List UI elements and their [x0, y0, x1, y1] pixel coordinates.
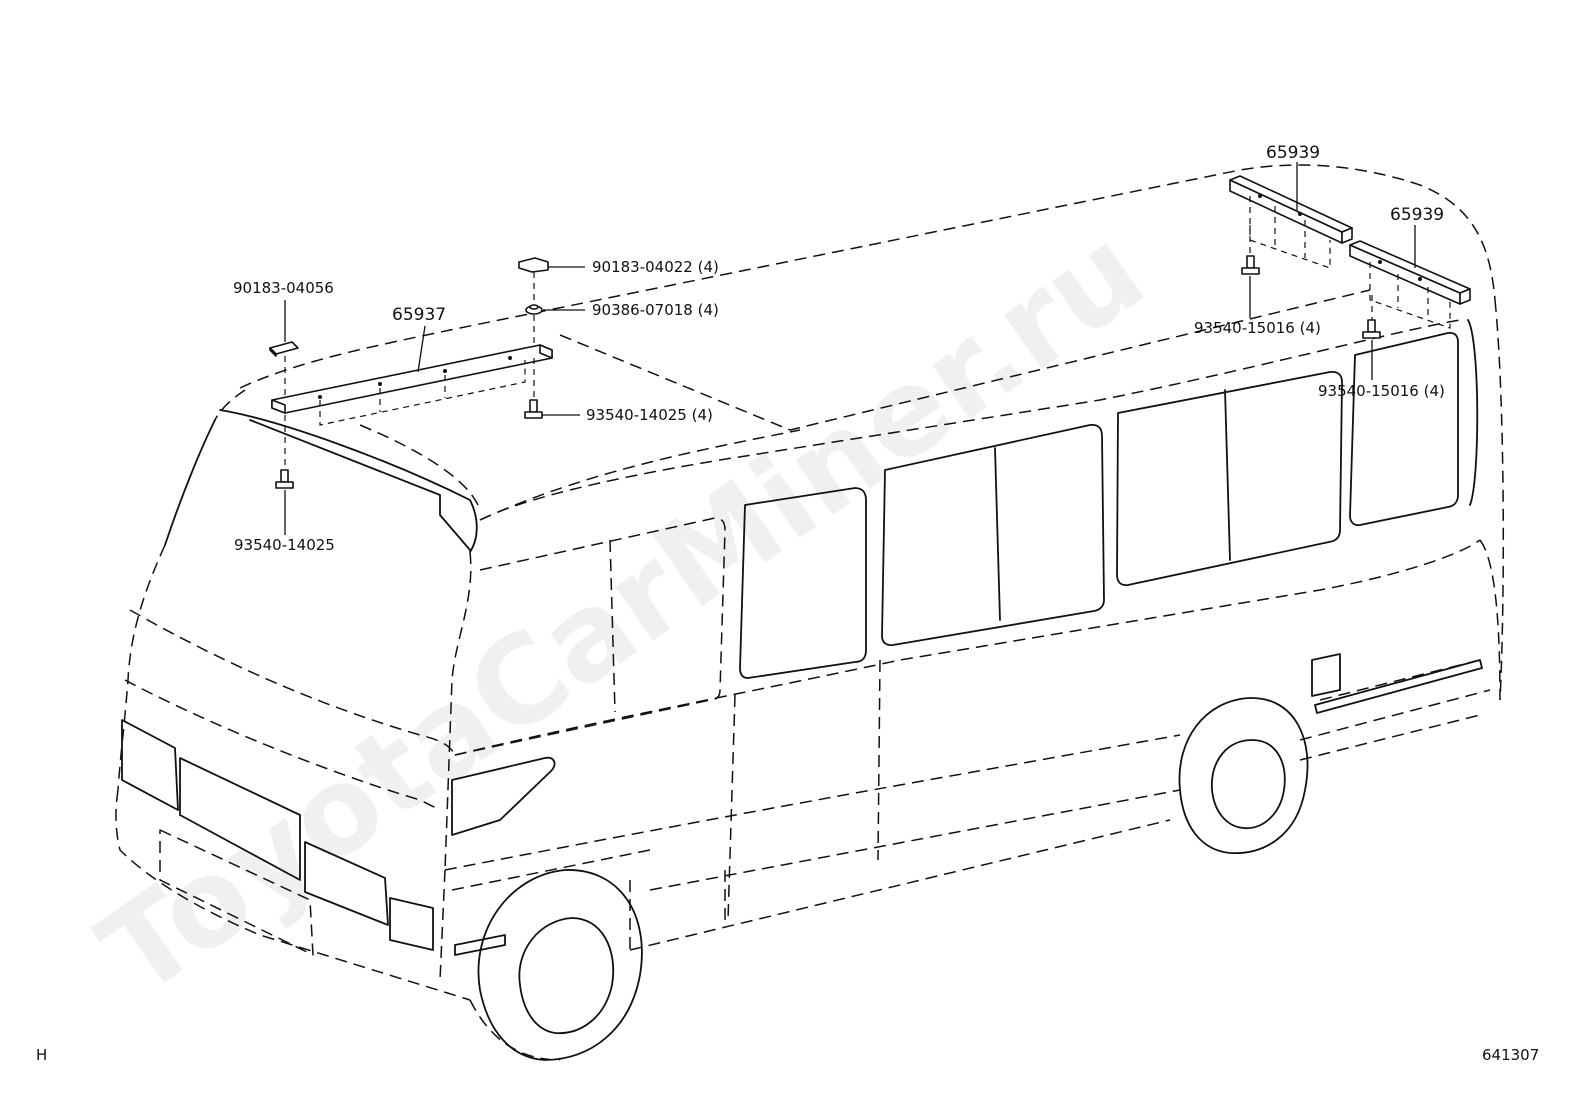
diagram-number: 641307 — [1482, 1046, 1539, 1064]
part-93540-14025-bolt — [275, 469, 294, 489]
callout-90183-04022: 90183-04022 (4) — [592, 258, 719, 276]
part-90183-04056-clip — [269, 341, 299, 357]
callout-65939-lower: 65939 — [1390, 205, 1444, 225]
callout-93540-15016-b: 93540-15016 (4) — [1318, 382, 1445, 400]
bus-outline — [115, 164, 1505, 1061]
part-90183-04022-clip — [518, 257, 549, 273]
part-65937-rail — [271, 344, 553, 426]
part-93540-14025-bolt-center — [524, 399, 543, 419]
callout-90183-04056: 90183-04056 — [233, 279, 334, 297]
callout-90386-07018: 90386-07018 (4) — [592, 301, 719, 319]
part-93540-15016-bolt-1 — [1241, 255, 1260, 275]
callout-93540-15016-a: 93540-15016 (4) — [1194, 319, 1321, 337]
part-65939-rail-upper — [1229, 175, 1353, 269]
corner-code-left: H — [36, 1046, 47, 1064]
callout-65937: 65937 — [392, 305, 446, 325]
leader-lines — [284, 162, 1416, 535]
callout-65939-upper: 65939 — [1266, 143, 1320, 163]
callout-93540-14025: 93540-14025 — [234, 536, 335, 554]
watermark-text: ToyotaCarMiner.ru — [77, 201, 1169, 1023]
part-93540-15016-bolt-2 — [1362, 319, 1381, 339]
callout-93540-14025-4: 93540-14025 (4) — [586, 406, 713, 424]
part-90386-07018-grommet — [525, 304, 543, 315]
part-65939-rail-lower — [1349, 240, 1471, 329]
